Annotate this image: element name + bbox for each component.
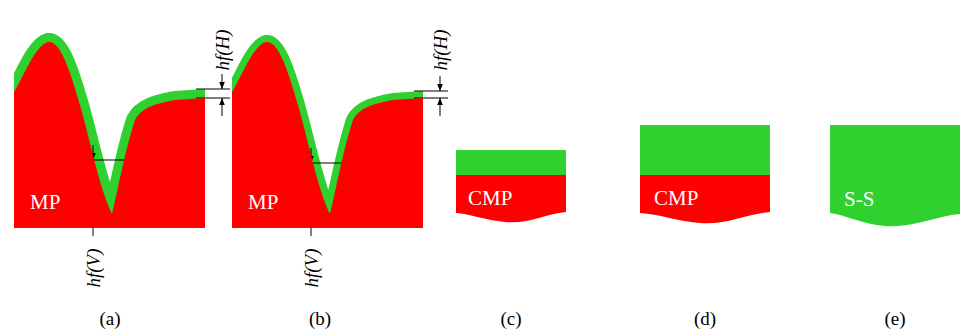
panel-caption: (c) xyxy=(500,309,521,328)
substrate-layer: CMP xyxy=(640,174,770,226)
coating-layer xyxy=(232,42,423,228)
region-fill xyxy=(232,42,423,228)
region-label: CMP xyxy=(654,188,698,209)
dimension-label: hf(H) xyxy=(431,27,450,72)
substrate-profile: MP xyxy=(232,40,423,228)
panel-caption: (d) xyxy=(694,309,716,328)
panel-caption: (a) xyxy=(99,309,120,328)
coating-layer xyxy=(14,42,205,228)
coating-layer xyxy=(456,150,566,175)
region-label: S-S xyxy=(844,189,874,210)
region-label: MP xyxy=(248,192,278,213)
region-label: CMP xyxy=(468,188,512,209)
dimension-label: hf(V) xyxy=(84,246,103,289)
substrate-profile: MP xyxy=(14,40,205,228)
dimension-label: hf(V) xyxy=(302,246,321,289)
region-fill xyxy=(456,175,566,222)
coating-block: S-S xyxy=(830,125,960,230)
panel-caption: (e) xyxy=(884,309,905,328)
region-fill xyxy=(14,42,205,228)
region-fill xyxy=(640,175,770,223)
region-fill xyxy=(830,125,960,226)
coating-layer xyxy=(640,125,770,175)
substrate-layer: CMP xyxy=(456,174,566,224)
region-shape xyxy=(830,125,960,230)
dimension-label: hf(H) xyxy=(213,27,232,72)
region-label: MP xyxy=(30,192,60,213)
panel-caption: (b) xyxy=(309,309,331,328)
